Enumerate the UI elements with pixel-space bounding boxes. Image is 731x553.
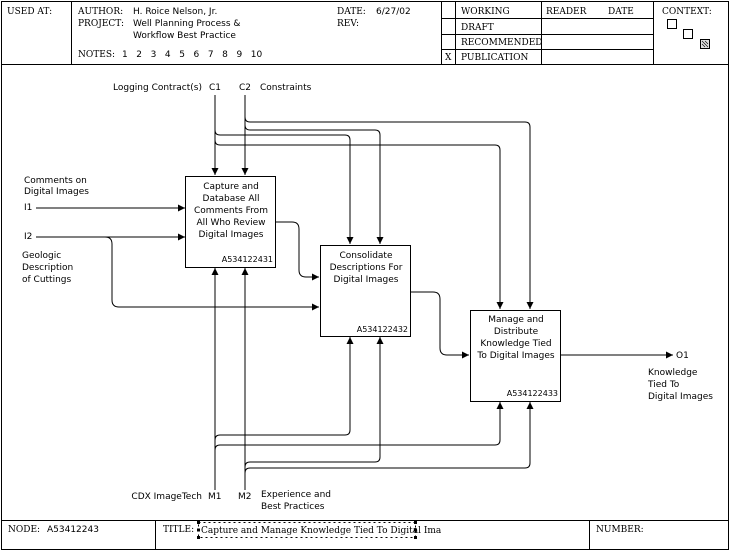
node-label: NODE: <box>8 525 40 535</box>
box3-node-id: A534122433 <box>507 389 558 398</box>
arrow-m2-to-box2 <box>244 337 384 468</box>
box1-line-2: Database All <box>203 194 260 204</box>
box1-line-4: All Who Review <box>196 218 265 228</box>
box2-node-id: A534122432 <box>357 325 408 334</box>
used-at-label: USED AT: <box>7 7 52 17</box>
i2-label-line-1: Geologic <box>22 251 61 261</box>
arrow-c2-to-box2 <box>244 124 384 244</box>
box3-line-4: To Digital Images <box>476 351 555 361</box>
project-line-2: Workflow Best Practice <box>133 31 236 41</box>
o1-label-line-2: Tied To <box>647 380 680 390</box>
arrow-m1-to-box2 <box>214 337 354 441</box>
box1-line-1: Capture and <box>203 182 259 192</box>
title-value[interactable]: Capture and Manage Knowledge Tied To Dig… <box>201 526 442 536</box>
m2-label-line-1: Experience and <box>261 490 331 500</box>
i2-code: I2 <box>24 232 32 242</box>
o1-code: O1 <box>676 351 689 361</box>
arrow-i2-to-box2 <box>104 236 319 311</box>
author-label: AUTHOR: <box>77 7 123 17</box>
box3-line-2: Distribute <box>494 327 539 337</box>
m2-code: M2 <box>238 492 252 502</box>
status-working: WORKING <box>461 7 510 17</box>
m2-label-line-2: Best Practices <box>261 502 325 512</box>
context-label: CONTEXT: <box>662 7 712 17</box>
date-value: 6/27/02 <box>376 7 411 17</box>
author-value: H. Roice Nelson, Jr. <box>133 7 217 17</box>
i1-label-line-1: Comments on <box>24 176 87 186</box>
box2-line-2: Descriptions For <box>330 263 403 273</box>
arrow-m1-to-box3 <box>214 402 504 451</box>
header-block: USED AT: AUTHOR: H. Roice Nelson, Jr. PR… <box>1 2 729 65</box>
box1-line-5: Digital Images <box>199 230 264 240</box>
box2-line-3: Digital Images <box>334 275 399 285</box>
footer-block: NODE: A53412243 TITLE: Capture and Manag… <box>1 520 729 550</box>
c2-code: C2 <box>239 83 251 93</box>
arrow-box1-to-box2 <box>275 221 319 281</box>
i2-label-line-3: of Cuttings <box>22 275 71 285</box>
notes-numbers: 1 2 3 4 5 6 7 8 9 10 <box>122 50 263 60</box>
m1-label: CDX ImageTech <box>131 492 202 502</box>
o1-label-line-1: Knowledge <box>648 368 698 378</box>
box1-line-3: Comments From <box>194 206 268 216</box>
title-label: TITLE: <box>163 525 194 535</box>
c1-code: C1 <box>209 83 221 93</box>
status-draft: DRAFT <box>461 23 494 33</box>
arrow-c1-to-box2 <box>214 129 354 244</box>
box1-node-id: A534122431 <box>222 255 273 264</box>
status-recommended: RECOMMENDED <box>461 38 543 48</box>
project-line-1: Well Planning Process & <box>133 19 240 29</box>
number-label: NUMBER: <box>596 525 644 535</box>
arrow-m2-to-box3 <box>244 402 534 474</box>
activity-box-1[interactable]: Capture and Database All Comments From A… <box>185 176 276 268</box>
context-thumbnail-icon <box>667 19 710 49</box>
status-publication: PUBLICATION <box>461 53 528 63</box>
connector-arrows <box>36 95 673 490</box>
title-selection-handles <box>197 521 417 539</box>
boundary-labels: Logging Contract(s) C1 C2 Constraints Co… <box>22 83 713 512</box>
activity-box-2[interactable]: Consolidate Descriptions For Digital Ima… <box>320 245 411 337</box>
i1-label-line-2: Digital Images <box>24 187 89 197</box>
date-label: DATE: <box>337 7 366 17</box>
o1-label-line-3: Digital Images <box>648 392 713 402</box>
box3-line-3: Knowledge Tied <box>480 339 551 349</box>
rev-label: REV: <box>337 19 359 29</box>
arrow-c2-to-box3 <box>244 116 534 309</box>
project-label: PROJECT: <box>78 19 124 29</box>
arrow-c1-to-box3 <box>214 139 504 309</box>
i2-label-line-2: Description <box>22 263 73 273</box>
m1-code: M1 <box>208 492 222 502</box>
reader-date-label: DATE <box>608 7 634 17</box>
box2-line-1: Consolidate <box>340 251 393 261</box>
reader-label: READER <box>546 7 587 17</box>
activity-box-3[interactable]: Manage and Distribute Knowledge Tied To … <box>470 310 561 402</box>
i1-code: I1 <box>24 203 32 213</box>
box3-line-1: Manage and <box>488 315 544 325</box>
c2-label: Constraints <box>260 83 312 93</box>
arrow-box2-to-box3 <box>410 291 469 359</box>
notes-label: NOTES: <box>78 50 115 60</box>
node-value: A53412243 <box>47 525 99 535</box>
c1-label: Logging Contract(s) <box>113 83 202 93</box>
publication-check-mark: X <box>445 53 452 63</box>
